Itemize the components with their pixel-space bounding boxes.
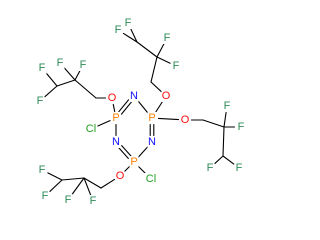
single-bond-c3a-c3b — [202, 119, 225, 128]
atom-background — [55, 57, 65, 69]
atom-background — [35, 95, 45, 107]
single-bond-c2a-c2b — [150, 56, 158, 83]
atom-label-f: F — [65, 194, 72, 206]
atom-label-f: F — [238, 121, 245, 133]
single-bond-o4-c4a — [100, 178, 116, 189]
double-bond-p3-n2-second — [118, 147, 129, 159]
atom-label-n: N — [148, 136, 156, 148]
single-bond-p3-o4 — [124, 166, 130, 172]
single-bond-c1b-c1c — [56, 79, 76, 87]
single-bond-c1b-f1a — [63, 67, 76, 81]
atom-background — [236, 121, 246, 133]
atom-label-f: F — [164, 32, 171, 44]
single-bond-c4a-c4b — [83, 177, 102, 189]
atom-label-o: O — [108, 92, 117, 104]
atom-background — [107, 92, 117, 104]
single-bond-c3c-f3c — [214, 155, 224, 165]
atom-label-p: P — [112, 112, 119, 124]
single-bond-c2b-c2c — [136, 41, 158, 58]
atom-background — [129, 90, 139, 102]
atom-background — [88, 195, 98, 207]
atom-label-p: P — [130, 156, 137, 168]
atom-label-n: N — [130, 90, 138, 102]
atom-label-o: O — [162, 90, 171, 102]
atom-background — [171, 60, 181, 72]
atom-background — [129, 156, 139, 168]
atom-background — [84, 123, 98, 135]
double-bond-p1-n1 — [120, 101, 132, 115]
atom-label-f: F — [42, 190, 49, 202]
double-bond-p1-n1-second — [118, 99, 130, 113]
single-bond-c1a-c1b — [74, 79, 97, 99]
single-bond-c2c-f2d — [130, 28, 138, 43]
atom-label-f: F — [39, 164, 46, 176]
single-bond-c1c-f1d — [44, 85, 58, 98]
single-bond-p2-o3 — [157, 117, 180, 121]
atom-background — [161, 90, 171, 102]
atom-label-f: F — [90, 195, 97, 207]
atom-label-f: F — [207, 162, 214, 174]
atom-label-o: O — [181, 114, 190, 126]
atom-background — [40, 190, 50, 202]
atom-label-f: F — [125, 17, 132, 29]
single-bond-c4b-f4b — [83, 177, 92, 196]
atom-background — [37, 62, 47, 74]
atom-background — [180, 114, 190, 126]
atom-label-p: P — [148, 112, 155, 124]
atom-label-f: F — [37, 95, 44, 107]
atom-label-f: F — [80, 59, 87, 71]
single-bond-p2-o2 — [154, 100, 164, 114]
atom-label-f: F — [39, 62, 46, 74]
single-bond-c4b-c4c — [61, 177, 85, 181]
single-bond-c2b-f2b — [156, 56, 171, 64]
atom-background — [234, 162, 244, 174]
atom-background — [147, 112, 157, 124]
single-bond-p1-o1 — [112, 103, 116, 113]
atom-background — [144, 173, 158, 185]
atom-label-f: F — [115, 24, 122, 36]
single-bond-c2b-f2a — [156, 43, 165, 58]
single-bond-c1b-f1b — [74, 70, 81, 81]
atom-background — [113, 24, 123, 36]
atom-label-f: F — [236, 162, 243, 174]
atom-label-cl: Cl — [146, 173, 156, 185]
single-bond-c1c-f1c — [45, 72, 58, 87]
atom-background — [78, 59, 88, 71]
atom-background — [111, 112, 121, 124]
atom-label-f: F — [224, 100, 231, 112]
atom-background — [222, 100, 232, 112]
atom-label-o: O — [116, 170, 125, 182]
atom-background — [63, 194, 73, 206]
atom-background — [147, 136, 157, 148]
single-bond-n1-p2 — [137, 100, 149, 114]
single-bond-c4b-f4a — [71, 177, 85, 196]
double-bond-p3-n2 — [121, 145, 132, 157]
single-bond-c3b-c3c — [222, 126, 225, 157]
single-bond-c3c-f3d — [222, 155, 235, 165]
single-bond-o2-c2a — [150, 81, 162, 93]
atom-background — [111, 136, 121, 148]
atom-background — [205, 162, 215, 174]
atom-label-f: F — [57, 57, 64, 69]
atom-background — [115, 170, 125, 182]
single-bond-c4c-f4c — [47, 172, 63, 181]
single-bond-c2c-f2c — [122, 32, 138, 43]
atom-label-n: N — [112, 136, 120, 148]
atom-background — [37, 164, 47, 176]
atom-background — [123, 17, 133, 29]
single-bond-p1-cl1 — [96, 120, 111, 127]
atom-background — [162, 32, 172, 44]
atom-label-f: F — [173, 60, 180, 72]
single-bond-n3-p3 — [137, 146, 149, 158]
atom-label-cl: Cl — [86, 123, 96, 135]
single-bond-c3b-f3b — [223, 111, 227, 128]
single-bond-c4c-f4d — [49, 179, 63, 193]
